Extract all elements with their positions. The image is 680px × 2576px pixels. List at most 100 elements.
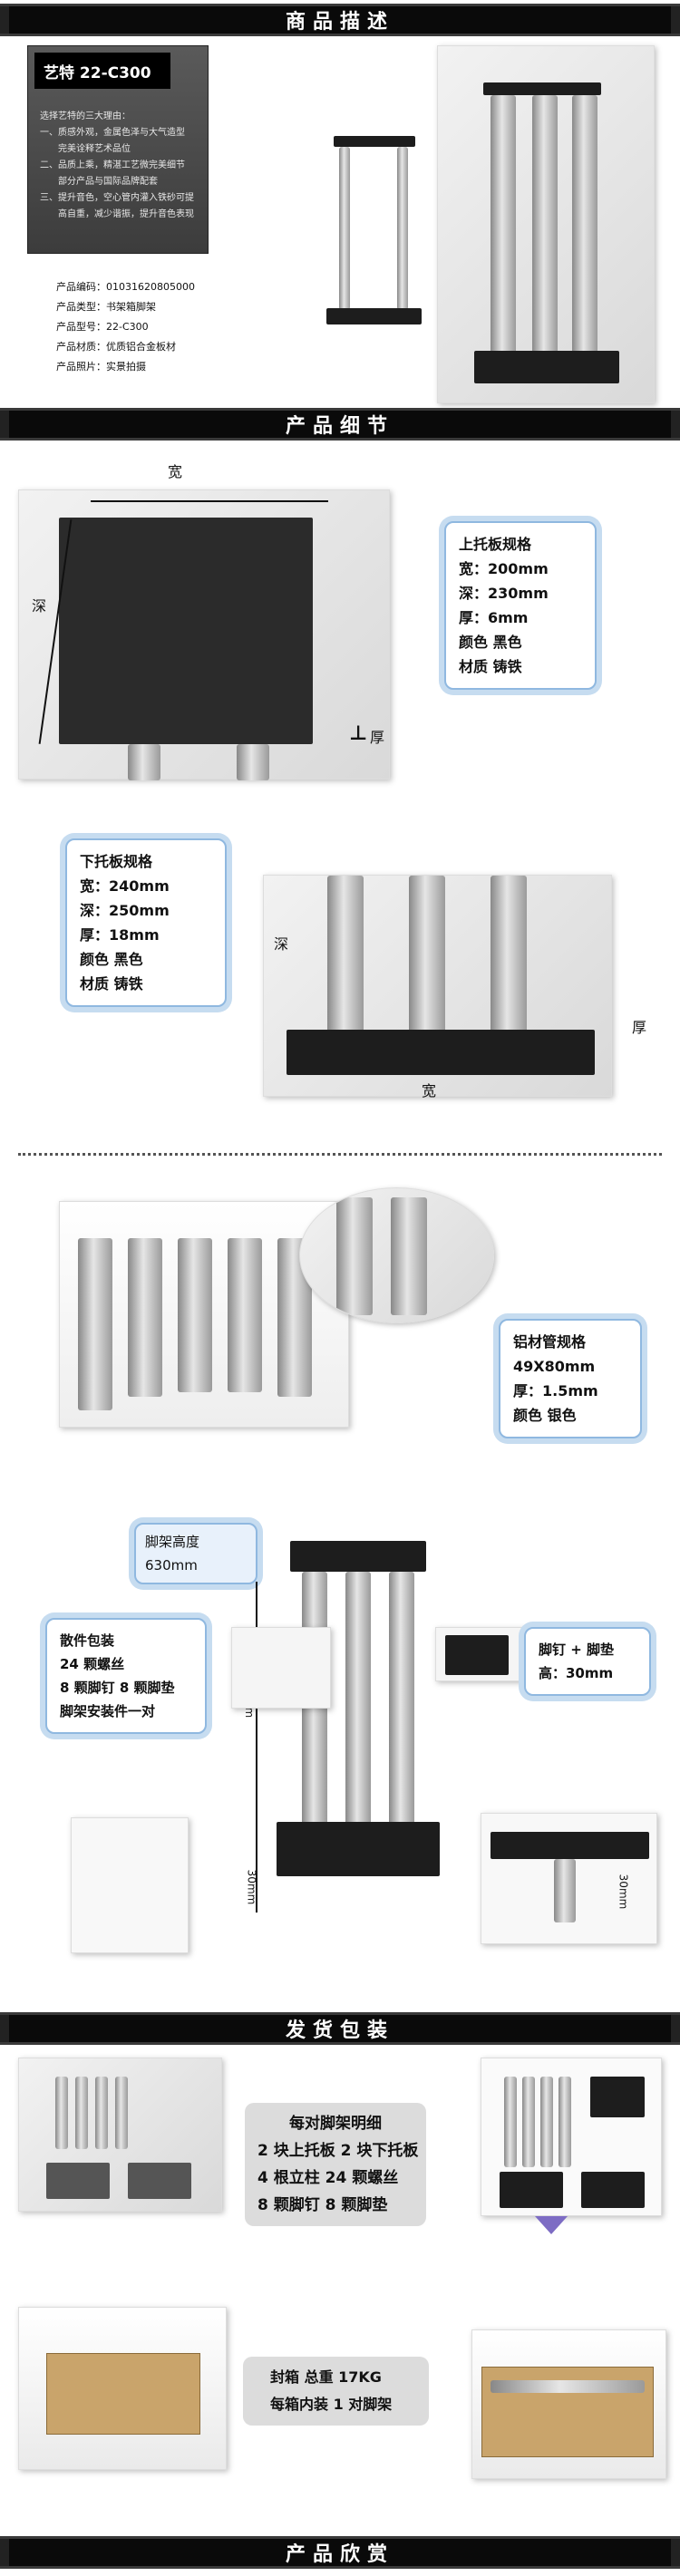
screws-photo	[71, 1817, 189, 1953]
pole-image	[128, 744, 160, 780]
divider	[18, 1153, 662, 1156]
parts-top-view-photo	[481, 2058, 662, 2216]
tube-image	[78, 1238, 112, 1410]
pole-image	[572, 95, 597, 358]
plate-image	[128, 2163, 191, 2199]
plate-image	[500, 2172, 563, 2208]
model-tag: 艺特 22-C300	[34, 53, 170, 89]
contents-line: 4 根立柱 24 颗螺丝	[257, 2169, 399, 2187]
height-title: 脚架高度	[145, 1534, 200, 1550]
reason-line: 选择艺特的三大理由：	[40, 111, 131, 121]
pole-image	[237, 744, 269, 780]
width-label: 宽	[422, 1082, 437, 1099]
section-bar-description: 商品描述	[0, 4, 680, 36]
pole-image	[345, 1572, 371, 1853]
pole-image	[55, 2077, 68, 2149]
reason-line: 完美诠释艺术品位	[40, 144, 131, 154]
base-plate-image	[277, 1822, 440, 1876]
meta-line: 产品型号：22-C300	[56, 321, 149, 333]
width-dimension	[91, 500, 328, 502]
box-line: 封箱 总重 17KG	[270, 2368, 382, 2386]
kit-line: 脚架安装件一对	[60, 1703, 156, 1719]
contents-list: 每对脚架明细 2 块上托板 2 块下托板 4 根立柱 24 颗螺丝 8 颗脚钉 …	[245, 2103, 426, 2226]
tube-image	[128, 1238, 162, 1397]
feet-line: 脚钉 + 脚垫	[539, 1641, 615, 1658]
product-meta: 产品编码：01031620805000 产品类型：书架箱脚架 产品型号：22-C…	[56, 277, 195, 377]
reason-line: 部分产品与国际品牌配套	[40, 177, 158, 187]
spec-title: 上托板规格	[459, 536, 532, 553]
height-dimension	[256, 1582, 257, 1913]
stand-photo-large	[437, 45, 655, 403]
pole-image	[389, 1572, 414, 1839]
pole-image	[491, 2380, 645, 2393]
foot-spike-photo	[481, 1813, 657, 1944]
top-plate-image	[334, 136, 415, 147]
spec-line: 49X80mm	[513, 1358, 596, 1375]
top-plate-spec: 上托板规格 宽：200mm 深：230mm 厚：6mm 颜色 黑色 材质 铸铁	[444, 521, 597, 690]
section-title: 发货包装	[285, 2019, 394, 2042]
plate-image	[46, 2163, 110, 2199]
reason-line: 三、提升音色，空心管内灌入铁砂可提	[40, 193, 194, 203]
feet-line: 高：30mm	[539, 1665, 614, 1681]
plate-image	[491, 1832, 649, 1859]
pole-image	[504, 2077, 517, 2167]
pole-image	[75, 2077, 88, 2149]
tube-image	[178, 1238, 212, 1392]
meta-line: 产品编码：01031620805000	[56, 281, 195, 293]
meta-line: 产品材质：优质铝合金板材	[56, 341, 176, 353]
top-plate-image	[483, 82, 601, 95]
open-box-photo	[471, 2329, 666, 2479]
pole-image	[339, 147, 350, 310]
top-plate-image	[290, 1541, 426, 1572]
pole-image	[409, 876, 445, 1057]
tube-spec: 铝材管规格 49X80mm 厚：1.5mm 颜色 银色	[499, 1319, 642, 1438]
reason-line: 二、品质上乘，精湛工艺微完美细节	[40, 160, 185, 170]
spec-line: 厚：6mm	[459, 609, 529, 626]
base-plate-image	[474, 351, 619, 383]
kit-line: 8 颗脚钉 8 颗脚垫	[60, 1680, 175, 1696]
depth-label: 深	[274, 935, 289, 953]
spec-line: 材质 铸铁	[80, 975, 143, 993]
meta-line: 产品照片：实景拍摄	[56, 361, 146, 373]
section-bar-details: 产品细节	[0, 408, 680, 441]
spec-title: 铝材管规格	[513, 1333, 587, 1351]
dim-30-right-label: 30mm	[617, 1874, 630, 1910]
contents-line: 2 块上托板 2 块下托板	[257, 2142, 419, 2160]
pole-image	[397, 147, 408, 310]
spec-line: 深：250mm	[80, 902, 170, 919]
height-box: 脚架高度 630mm	[134, 1523, 257, 1584]
pole-image	[95, 2077, 108, 2149]
kit-line: 24 颗螺丝	[60, 1656, 125, 1672]
height-value: 630mm	[145, 1557, 198, 1574]
section-title: 产品细节	[285, 415, 394, 438]
loose-parts-photo	[231, 1627, 331, 1709]
pole-image	[522, 2077, 535, 2167]
depth-label: 深	[32, 597, 47, 615]
spec-line: 宽：240mm	[80, 877, 170, 895]
spec-line: 宽：200mm	[459, 560, 549, 577]
sealed-box-photo	[18, 2307, 227, 2470]
thickness-label: 厚	[370, 729, 385, 746]
section-bar-packing: 发货包装	[0, 2012, 680, 2045]
bottom-plate-spec: 下托板规格 宽：240mm 深：250mm 厚：18mm 颜色 黑色 材质 铸铁	[65, 838, 227, 1007]
top-plate-image	[59, 518, 313, 744]
reason-line: 高自重，减少谐振，提升音色表现	[40, 209, 194, 219]
pole-image	[115, 2077, 128, 2149]
section-title: 产品欣赏	[285, 2543, 394, 2566]
tube-image	[391, 1197, 427, 1315]
pole-image	[540, 2077, 553, 2167]
box-image	[46, 2353, 200, 2435]
section-bar-showcase: 产品欣赏	[0, 2536, 680, 2569]
pole-image	[491, 876, 527, 1043]
width-label: 宽	[168, 463, 183, 480]
plate-image	[581, 2172, 645, 2208]
tubes-photo	[59, 1201, 349, 1428]
pole-image	[491, 95, 516, 358]
plate-image	[445, 1635, 509, 1675]
box-line: 每箱内装 1 对脚架	[270, 2396, 393, 2413]
spike-image	[554, 1859, 576, 1922]
plate-image	[590, 2077, 645, 2117]
spec-line: 材质 铸铁	[459, 658, 522, 675]
spec-line: 厚：18mm	[80, 926, 160, 944]
parts-layout-photo	[18, 2058, 222, 2212]
